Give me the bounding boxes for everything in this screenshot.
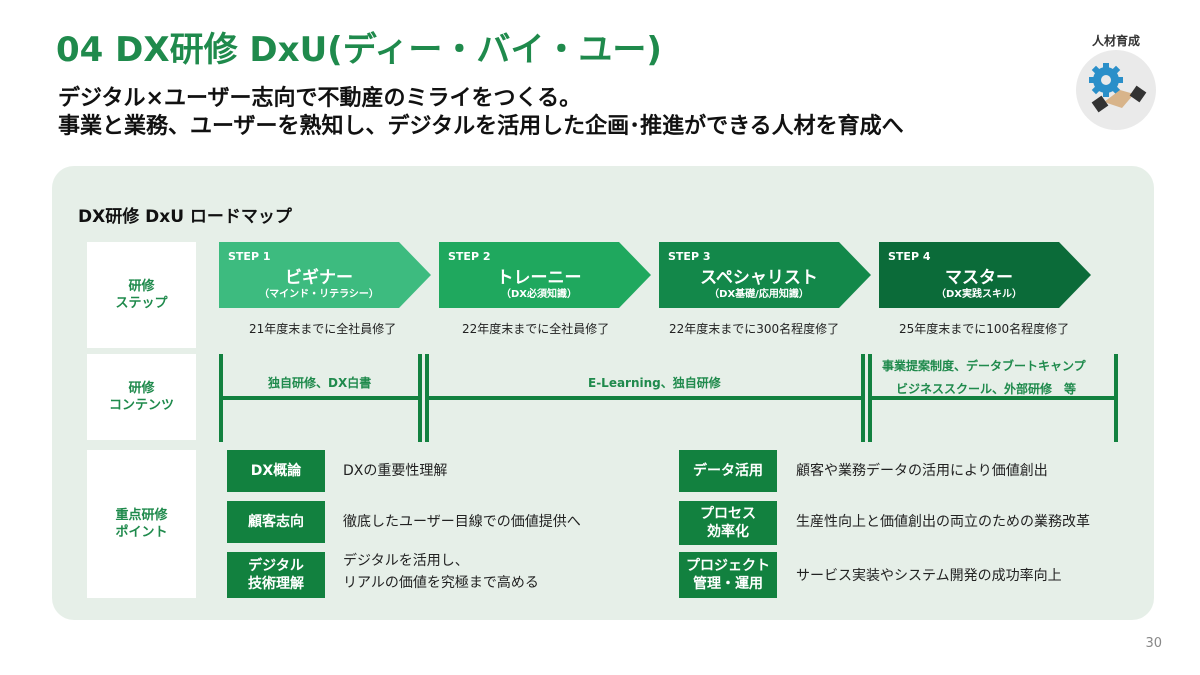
step-2-number: STEP 2: [448, 250, 491, 263]
step-2-trainee: STEP 2 トレーニー （DX必須知識）: [439, 242, 651, 308]
step-3-name: スペシャリスト: [700, 268, 818, 288]
subtitle-line-2: 事業と業務、ユーザーを熟知し、デジタルを活用した企画･推進ができる人材を育成へ: [58, 114, 904, 139]
point-dx-overview-desc: DXの重要性理解: [343, 463, 448, 479]
point-digital-tech: デジタル 技術理解: [227, 552, 325, 598]
point-project-management: プロジェクト 管理・運用: [679, 552, 777, 598]
row-label-steps: 研修 ステップ: [87, 242, 196, 348]
point-data-utilization-desc: 顧客や業務データの活用により価値創出: [796, 463, 1048, 479]
step-3-specialist: STEP 3 スペシャリスト （DX基礎/応用知識）: [659, 242, 871, 308]
step-1-arrow: [219, 242, 431, 308]
step-1-sub: （マインド・リテラシー）: [259, 289, 379, 300]
contents-segment-2: E-Learning、独自研修: [588, 376, 721, 390]
point-customer-orientation-desc: 徹底したユーザー目線での価値提供へ: [343, 514, 581, 530]
point-data-utilization: データ活用: [679, 450, 777, 492]
timeline-tick-2a: [861, 354, 865, 442]
point-dx-overview: DX概論: [227, 450, 325, 492]
hr-development-badge: 人材育成: [1074, 30, 1158, 130]
row-label-points: 重点研修 ポイント: [87, 450, 196, 598]
point-process-efficiency-desc: 生産性向上と価値創出の両立のための業務改革: [796, 514, 1090, 530]
timeline-tick-2b: [868, 354, 872, 442]
point-process-efficiency: プロセス 効率化: [679, 501, 777, 545]
page-number: 30: [1145, 636, 1162, 651]
step-4-sub: （DX実践スキル）: [935, 289, 1022, 300]
timeline-bar-3: [872, 396, 1114, 400]
handshake-icon: [1091, 85, 1147, 113]
roadmap-title: DX研修 DxU ロードマップ: [78, 207, 292, 227]
step-4-number: STEP 4: [888, 250, 931, 263]
timeline-tick-end: [1114, 354, 1118, 442]
step-1-name: ビギナー: [285, 268, 353, 288]
point-customer-orientation: 顧客志向: [227, 501, 325, 543]
badge-label: 人材育成: [1091, 34, 1140, 48]
roadmap-panel: [52, 166, 1154, 620]
step-2-arrow: [439, 242, 651, 308]
step-1-goal: 21年度末までに全社員修了: [249, 322, 397, 336]
point-digital-tech-desc: デジタルを活用し、 リアルの価値を究極まで高める: [343, 553, 539, 591]
step-4-goal: 25年度末までに100名程度修了: [899, 322, 1070, 336]
contents-segment-3-line-1: 事業提案制度、データブートキャンプ: [882, 359, 1086, 373]
step-3-number: STEP 3: [668, 250, 711, 263]
timeline-tick-start: [219, 354, 223, 442]
step-2-sub: （DX必須知識）: [500, 289, 577, 300]
timeline-tick-1a: [418, 354, 422, 442]
contents-segment-3-line-2: ビジネススクール、外部研修 等: [896, 382, 1077, 396]
subtitle-line-1: デジタル×ユーザー志向で不動産のミライをつくる。: [58, 86, 582, 111]
step-1-number: STEP 1: [228, 250, 271, 263]
page-title: 04 DX研修 DxU(ディー・バイ・ユー): [56, 30, 662, 70]
step-4-name: マスター: [945, 268, 1013, 288]
step-4-master: STEP 4 マスター （DX実践スキル）: [879, 242, 1091, 308]
row-label-contents: 研修 コンテンツ: [87, 354, 196, 440]
timeline-tick-1b: [425, 354, 429, 442]
step-2-goal: 22年度末までに全社員修了: [462, 322, 610, 336]
step-3-arrow: [659, 242, 871, 308]
timeline-bar-1: [223, 396, 418, 400]
step-3-sub: （DX基礎/応用知識）: [709, 289, 809, 300]
timeline-bar-2: [429, 396, 861, 400]
badge-illustration: [1089, 63, 1147, 113]
step-1-beginner: STEP 1 ビギナー （マインド・リテラシー）: [219, 242, 431, 308]
point-project-management-desc: サービス実装やシステム開発の成功率向上: [796, 568, 1062, 584]
step-4-arrow: [879, 242, 1091, 308]
contents-segment-1: 独自研修、DX白書: [268, 376, 372, 390]
step-2-name: トレーニー: [496, 268, 582, 288]
step-3-goal: 22年度末までに300名程度修了: [669, 322, 840, 336]
